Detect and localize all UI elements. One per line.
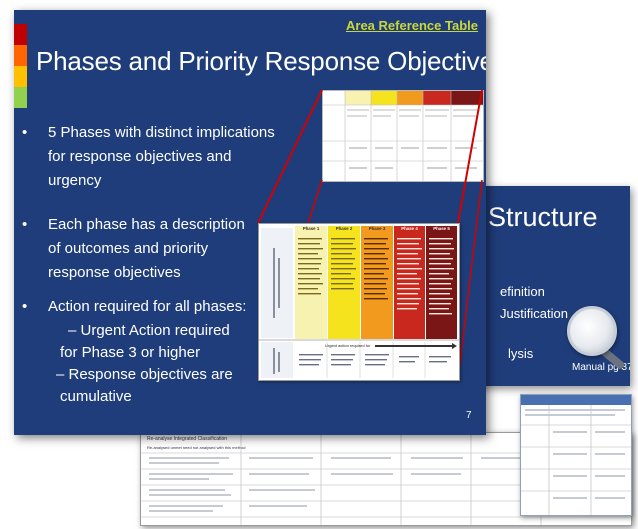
bullet-text: of outcomes and priority <box>48 240 209 257</box>
bullet-text: 5 Phases with distinct implications <box>48 124 275 141</box>
sub-bullet-cumulative-line2: cumulative <box>60 388 132 405</box>
bullet-text: response objectives <box>48 264 181 281</box>
phase-color-swatch <box>14 24 27 45</box>
phase-column-5: Phase 5 <box>426 226 457 339</box>
area-reference-table-link[interactable]: Area Reference Table <box>346 18 478 33</box>
phase-column-4: Phase 4 <box>394 226 425 339</box>
sub-bullet-urgent-line1: – Urgent Action required <box>68 322 230 339</box>
back-doc-subtitle: Re-analysed unmet need not analysed with… <box>147 445 246 450</box>
phase-color-swatch <box>14 45 27 66</box>
phase-header: Phase 4 <box>401 226 418 231</box>
bullet-text: urgency <box>48 172 102 189</box>
urgent-arrow-line <box>375 345 455 347</box>
phase-column-3: Phase 3 <box>361 226 393 339</box>
arrow-right-icon <box>452 343 457 349</box>
phase-column-1: Phase 1 <box>295 226 327 339</box>
bullet-text: Action required for all phases: <box>48 298 247 315</box>
manual-page-reference: Manual pg 37-42 <box>572 362 630 373</box>
bullet-five-phases: • 5 Phases with distinct implications fo… <box>22 122 322 192</box>
structure-line-definition: efinition <box>500 284 545 299</box>
back-doc-title: Re-analyse Integrated Classification <box>147 436 228 442</box>
phase-color-swatch <box>14 66 27 87</box>
magnifier-icon <box>567 306 617 356</box>
right-table-grid <box>521 395 631 515</box>
page-number: 7 <box>466 410 472 421</box>
phase-color-bar <box>14 24 27 108</box>
right-reference-table-page <box>520 394 632 516</box>
bullet-dot: • <box>22 124 28 141</box>
structure-line-justification: Justification <box>500 306 568 321</box>
bullet-text: for response objectives and <box>48 148 232 165</box>
thumbnail-table-grid <box>323 91 483 181</box>
bullet-action-required: • Action required for all phases: <box>22 296 282 320</box>
phase-header: Phase 3 <box>368 226 386 231</box>
slide-title: Phases and Priority Response Objectives <box>36 46 486 76</box>
bullet-phase-description: • Each phase has a description of outcom… <box>22 214 262 284</box>
structure-line-analysis: lysis <box>508 346 534 361</box>
thumbnail-reference-table[interactable] <box>322 90 484 182</box>
bullet-dot: • <box>22 216 28 233</box>
row-label-vertical <box>261 228 293 338</box>
enlarged-phase-table[interactable]: Phase 1 Phase 2 Phase 3 Phase 4 Phase 5 <box>258 223 460 381</box>
phase-column-2: Phase 2 <box>328 226 360 339</box>
phase-header: Phase 5 <box>433 226 450 231</box>
phase-header: Phase 2 <box>335 226 353 231</box>
urgent-action-label: Urgent action required for <box>325 343 371 348</box>
structure-slide-title: Structure <box>488 202 598 232</box>
sub-bullet-cumulative-line1: – Response objectives are <box>56 366 233 383</box>
bullet-dot: • <box>22 298 28 315</box>
sub-bullet-urgent-line2: for Phase 3 or higher <box>60 344 201 361</box>
phase-color-swatch <box>14 87 27 108</box>
bullet-text: Each phase has a description <box>48 216 245 233</box>
phase-table-text-lines <box>259 238 459 378</box>
phase-header: Phase 1 <box>302 226 320 231</box>
